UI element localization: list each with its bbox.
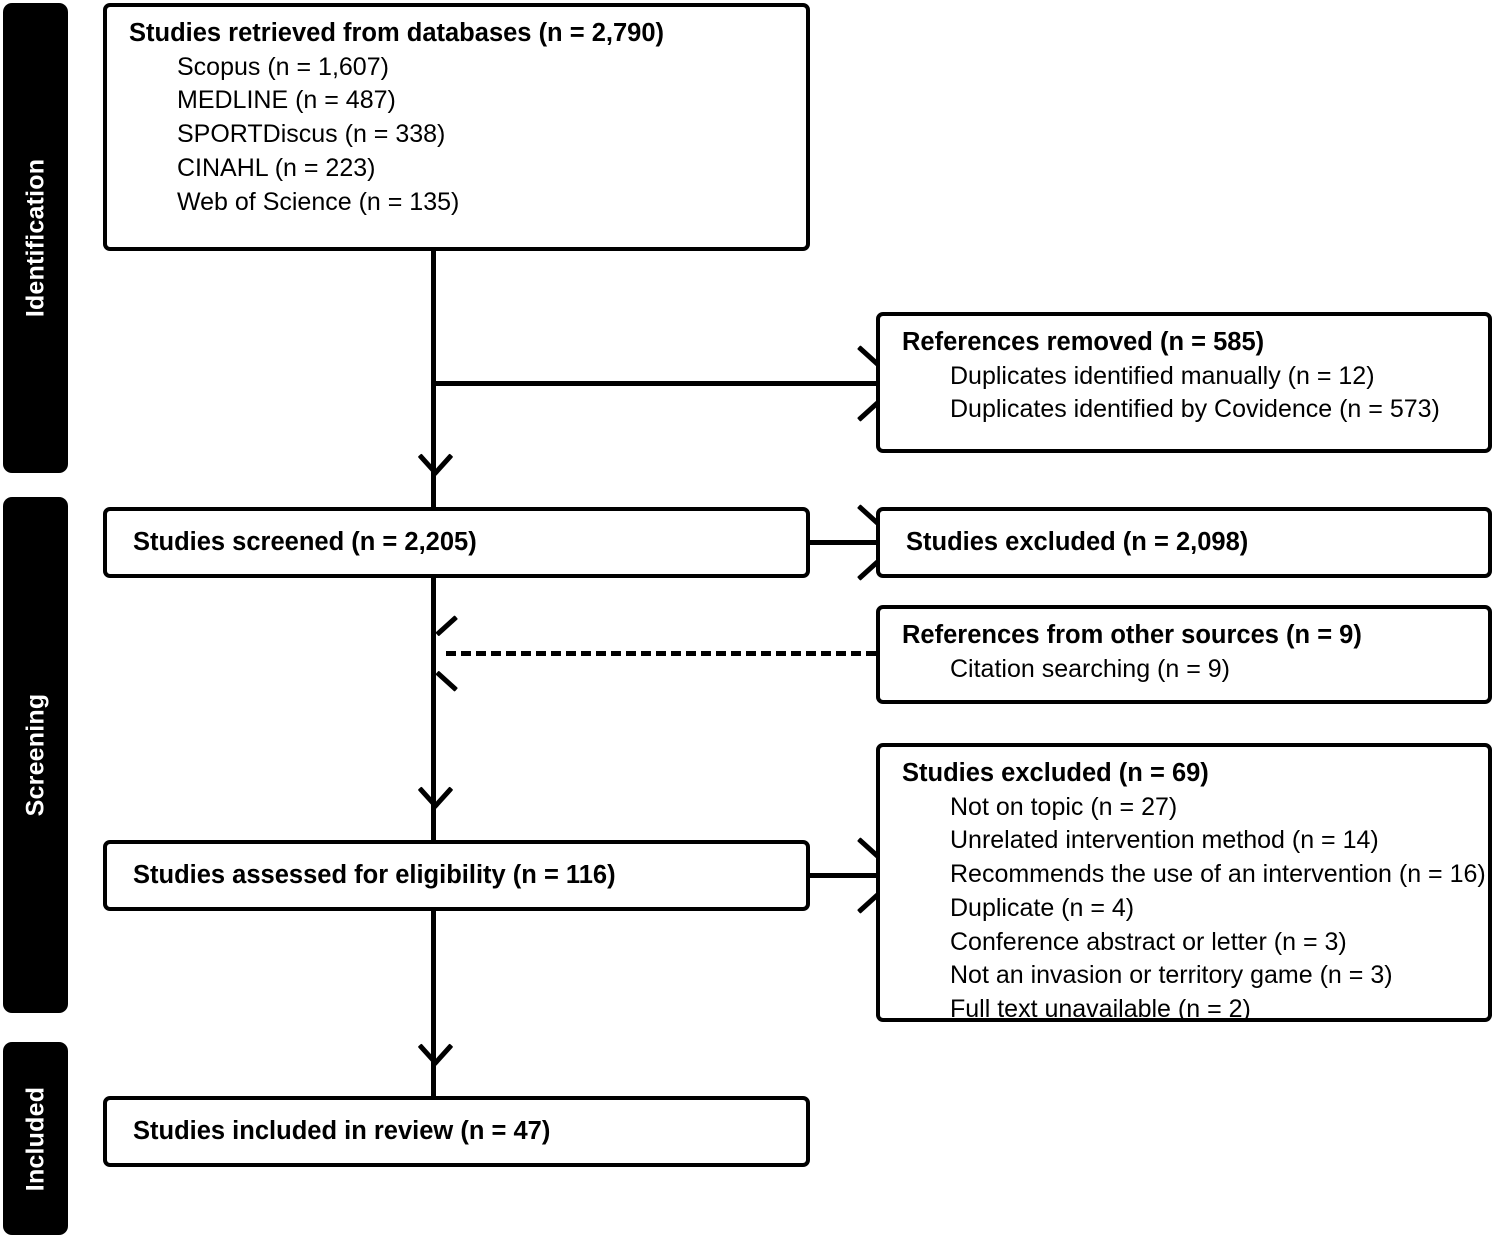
list-item: Not an invasion or territory game (n = 3… (950, 961, 1393, 990)
box-studies-excluded-eligibility-title: Studies excluded (n = 69) (902, 759, 1209, 787)
list-item: Web of Science (n = 135) (177, 187, 460, 216)
list-item: Duplicate (n = 4) (950, 893, 1135, 922)
connector-other-sources-dashed (446, 651, 876, 656)
phase-label-screening: Screening (21, 693, 49, 817)
list-item: CINAHL (n = 223) (177, 153, 376, 182)
box-studies-excluded-eligibility-items: Not on topic (n = 27) Unrelated interven… (902, 791, 1486, 1027)
list-item: Scopus (n = 1,607) (177, 52, 389, 81)
box-references-removed-title: References removed (n = 585) (902, 328, 1265, 356)
box-studies-retrieved[interactable]: Studies retrieved from databases (n = 2,… (103, 3, 810, 251)
connector-eligibility-to-excluded (810, 873, 878, 878)
box-studies-excluded-eligibility[interactable]: Studies excluded (n = 69) Not on topic (… (876, 743, 1492, 1023)
box-references-other-sources-title: References from other sources (n = 9) (902, 621, 1362, 649)
box-studies-excluded-screening-title: Studies excluded (n = 2,098) (906, 527, 1249, 556)
list-item: Duplicates identified by Covidence (n = … (950, 395, 1440, 424)
box-studies-eligibility-title: Studies assessed for eligibility (n = 11… (133, 860, 616, 889)
connector-screened-to-eligibility (431, 578, 436, 841)
phase-bar-screening: Screening (3, 497, 68, 1013)
list-item: SPORTDiscus (n = 338) (177, 120, 446, 149)
box-references-other-sources[interactable]: References from other sources (n = 9) Ci… (876, 605, 1492, 704)
list-item: Full text unavailable (n = 2) (950, 995, 1251, 1024)
connector-eligibility-to-included (431, 911, 436, 1097)
list-item: Not on topic (n = 27) (950, 792, 1178, 821)
box-studies-screened[interactable]: Studies screened (n = 2,205) (103, 507, 810, 578)
phase-label-included: Included (21, 1086, 49, 1191)
box-references-removed[interactable]: References removed (n = 585) Duplicates … (876, 312, 1492, 453)
arrowhead-left-from-other-sources (435, 615, 458, 637)
list-item: Citation searching (n = 9) (950, 654, 1231, 683)
arrowhead-left-from-other-sources-2 (435, 670, 458, 692)
box-studies-included[interactable]: Studies included in review (n = 47) (103, 1096, 810, 1167)
connector-screened-to-excluded (810, 540, 878, 545)
box-references-removed-items: Duplicates identified manually (n = 12) … (902, 360, 1472, 428)
box-studies-excluded-screening[interactable]: Studies excluded (n = 2,098) (876, 507, 1492, 578)
list-item: Conference abstract or letter (n = 3) (950, 927, 1347, 956)
list-item: MEDLINE (n = 487) (177, 86, 396, 115)
phase-bar-identification: Identification (3, 3, 68, 473)
list-item: Duplicates identified manually (n = 12) (950, 361, 1375, 390)
connector-retrieved-to-removed (431, 381, 877, 386)
box-studies-retrieved-items: Scopus (n = 1,607) MEDLINE (n = 487) SPO… (129, 51, 790, 220)
list-item: Unrelated intervention method (n = 14) (950, 826, 1379, 855)
box-references-other-sources-items: Citation searching (n = 9) (902, 653, 1472, 687)
box-studies-screened-title: Studies screened (n = 2,205) (133, 527, 477, 556)
box-studies-retrieved-title: Studies retrieved from databases (n = 2,… (129, 19, 665, 47)
phase-label-identification: Identification (21, 158, 49, 318)
phase-bar-included: Included (3, 1042, 68, 1235)
box-studies-eligibility[interactable]: Studies assessed for eligibility (n = 11… (103, 840, 810, 911)
connector-retrieved-to-screened (431, 250, 436, 508)
box-studies-included-title: Studies included in review (n = 47) (133, 1116, 551, 1145)
list-item: Recommends the use of an intervention (n… (950, 860, 1486, 889)
